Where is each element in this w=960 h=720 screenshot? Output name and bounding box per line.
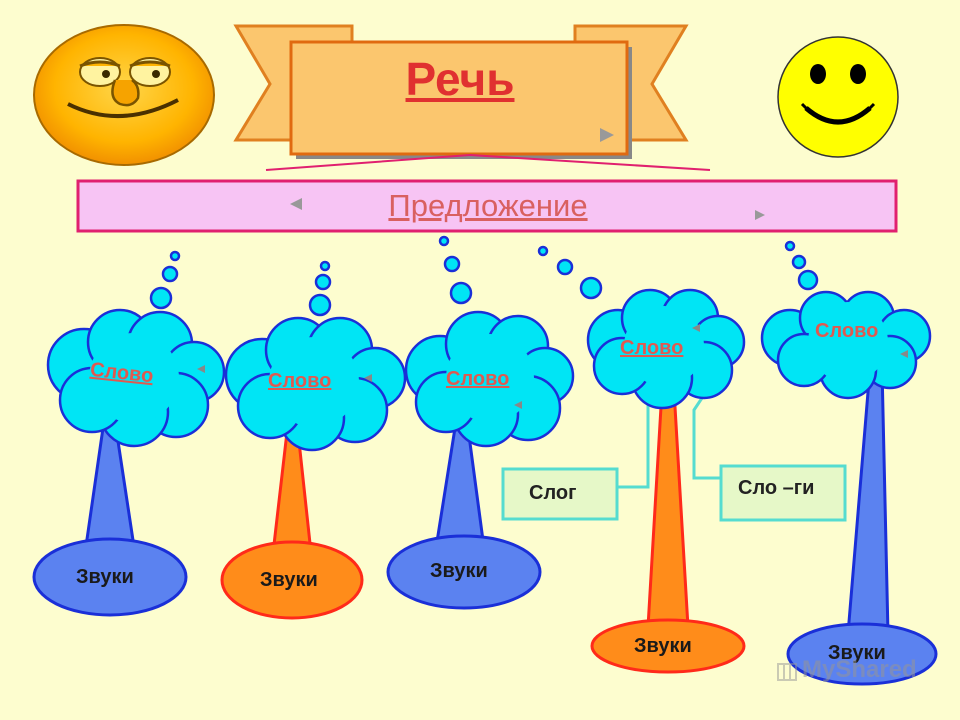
sound-label-4: Звуки: [634, 635, 692, 658]
word-link-3[interactable]: Слово: [446, 368, 509, 391]
cloud-5: [762, 292, 930, 398]
sun-face-icon: [34, 25, 214, 165]
thought-bubbles: [151, 237, 817, 315]
title-link[interactable]: Речь: [290, 52, 630, 106]
sound-label-1: Звуки: [76, 566, 134, 589]
sound-label-2: Звуки: [260, 569, 318, 592]
syllables-label: Сло –ги: [738, 477, 814, 500]
syllable-label: Слог: [529, 482, 576, 505]
smiley-face-icon: [778, 37, 898, 157]
word-label-5: Слово: [815, 320, 878, 343]
sound-label-3: Звуки: [430, 560, 488, 583]
sentence-link[interactable]: Предложение: [80, 188, 896, 224]
word-link-2[interactable]: Слово: [268, 370, 331, 393]
watermark-text: MyShared: [802, 656, 917, 684]
sound-ellipses: [34, 536, 936, 684]
word-link-4[interactable]: Слово: [620, 337, 683, 360]
